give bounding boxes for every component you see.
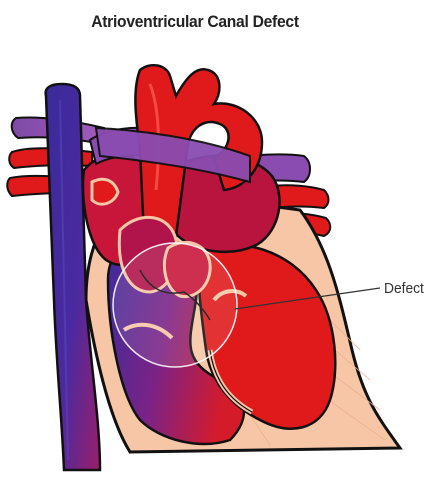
diagram-title: Atrioventricular Canal Defect bbox=[16, 12, 375, 32]
defect-highlight-circle bbox=[113, 243, 237, 367]
defect-label: Defect bbox=[384, 280, 424, 297]
